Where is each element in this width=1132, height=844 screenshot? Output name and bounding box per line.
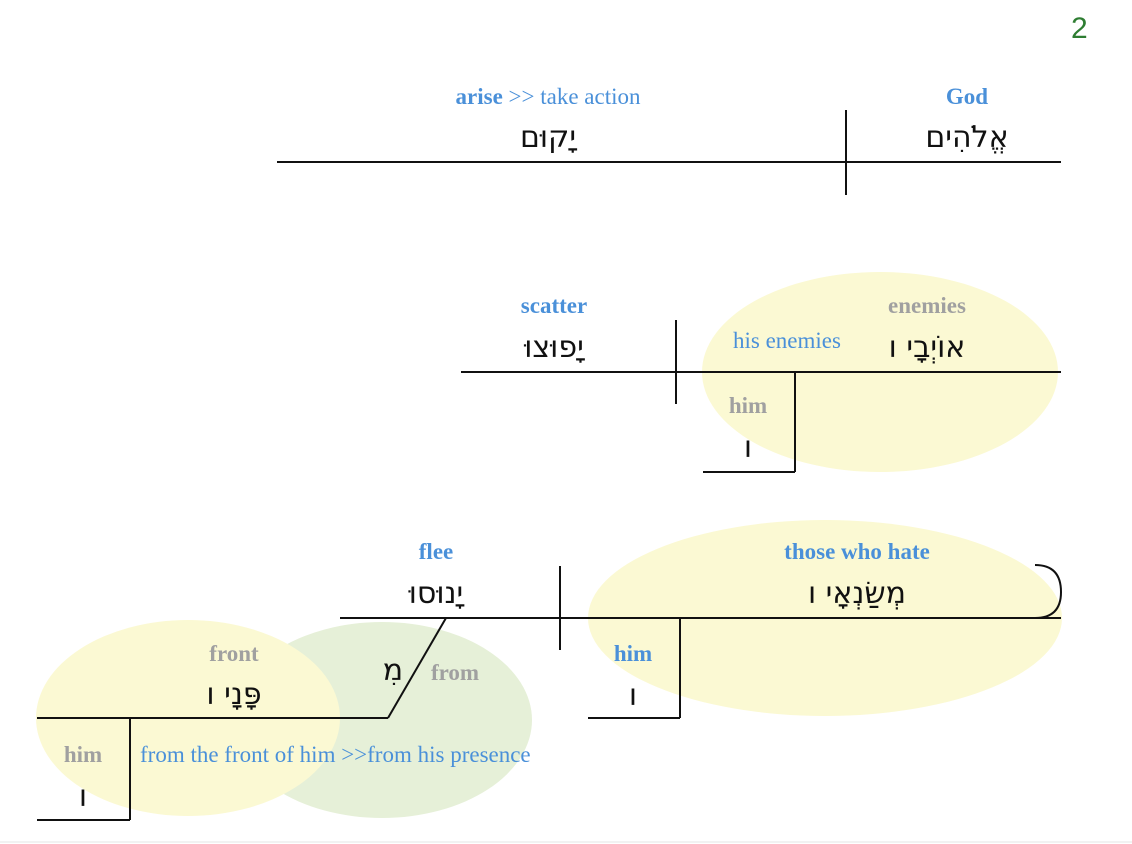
verb-hebrew-clause1: יָקוּם (519, 120, 577, 155)
verb-gloss-clause3: flee (418, 539, 454, 564)
preposition-hebrew: מִ (382, 653, 404, 688)
modifier-gloss-clause3: him (613, 641, 653, 666)
subject-gloss-clause3: those who hate (784, 539, 930, 564)
verb-hebrew-clause3: יָנוּסוּ (408, 576, 464, 611)
verb-gloss-clause1: arise >> take action (456, 84, 641, 110)
phrase-annotation-clause3: from the front of him >>from his presenc… (140, 742, 531, 767)
verb-gloss-clause2: scatter (520, 293, 588, 318)
modifier-hebrew-clause3: ו (628, 678, 638, 713)
subject-gloss-clause1: God (945, 84, 989, 109)
object-gloss: front (209, 641, 259, 666)
verb-gloss-extra: >> take action (508, 84, 641, 109)
page-number: 2 (1071, 12, 1088, 45)
subject-hebrew-clause3: מְשַׂנְאָי ו (807, 576, 907, 611)
subject-hebrew-clause1: אֱלֹהִים (925, 120, 1009, 155)
subject-gloss-clause2: enemies (888, 293, 966, 318)
object-modifier-gloss: him (63, 742, 103, 767)
subject-hebrew-clause2: אוֹיְבָי ו (888, 330, 966, 365)
subject-annotation-clause2: his enemies (733, 328, 841, 353)
bracket-clause3 (1034, 564, 1063, 619)
preposition-slant (387, 617, 447, 719)
object-hebrew: פָּנָי ו (206, 677, 262, 712)
preposition-gloss: from (430, 660, 480, 685)
modifier-gloss-clause2: him (728, 393, 768, 418)
verb-hebrew-clause2: יָפוּצוּ (524, 330, 584, 365)
object-modifier-hebrew: ו (78, 779, 88, 814)
verb-gloss-main: arise (455, 84, 503, 109)
modifier-hebrew-clause2: ו (743, 430, 753, 465)
